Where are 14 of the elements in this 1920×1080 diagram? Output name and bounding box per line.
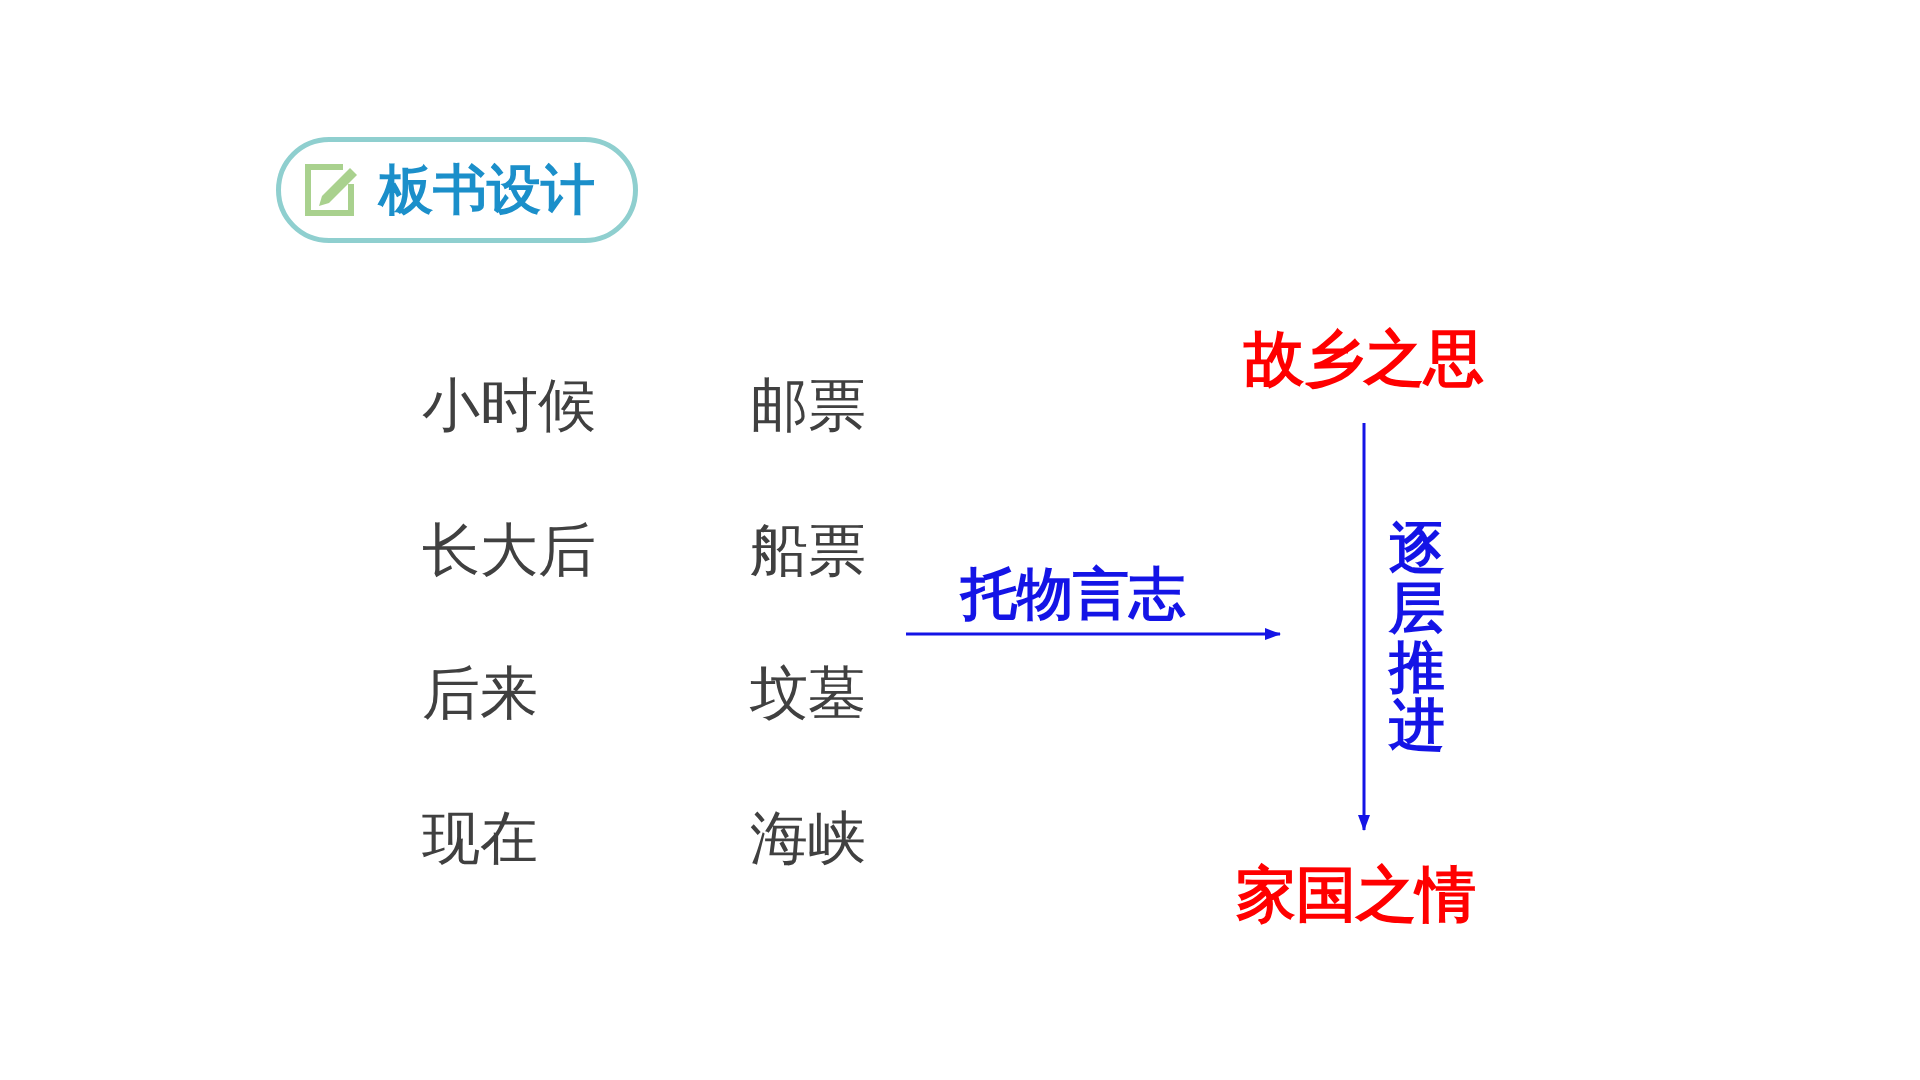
word-label: 邮票 [750, 371, 866, 439]
edge-label: 逐层推进 [1388, 519, 1447, 755]
theme-text: 故乡之思 [1244, 323, 1484, 393]
word-label: 长大后 [422, 516, 596, 584]
theme-text: 家国之情 [1236, 859, 1476, 929]
arrow-caption: 托物言志 [961, 561, 1185, 626]
word-label: 小时候 [422, 371, 596, 439]
word-label: 海峡 [750, 804, 866, 872]
word-label: 船票 [750, 516, 866, 584]
word-label: 坟墓 [750, 659, 866, 727]
word-label: 现在 [422, 804, 538, 872]
word-label: 后来 [422, 659, 538, 727]
arrow [1358, 423, 1370, 831]
heading: 板书设计 [379, 160, 595, 220]
